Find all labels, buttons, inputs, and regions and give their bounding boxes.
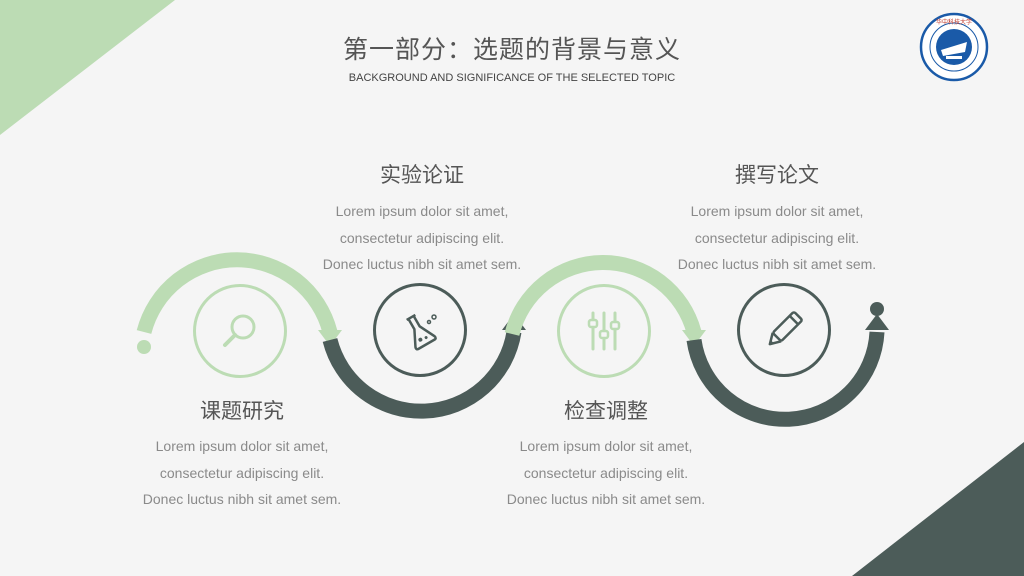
step-1-line-2: consectetur adipiscing elit. [159,464,325,481]
arc-1-arrowhead [318,330,342,346]
step-4-line-2: consectetur adipiscing elit. [694,229,860,246]
step-1-circle [193,284,287,378]
step-2-line-1: Lorem ipsum dolor sit amet, [335,203,509,219]
arc-1 [136,252,338,334]
step-3-line-1: Lorem ipsum dolor sit amet, [519,438,693,454]
step-3-description: Lorem ipsum dolor sit amet, consectetur … [476,433,736,513]
step-2-description: Lorem ipsum dolor sit amet, consectetur … [292,198,552,278]
sliders-icon [587,311,621,351]
step-1-line-1: Lorem ipsum dolor sit amet, [155,438,329,454]
slide-title: 第一部分：选题的背景与意义 [342,35,681,64]
step-2-label: 实验论证 [380,163,464,187]
step-2-line-3: Donec luctus nibh sit amet sem. [322,256,522,272]
start-dot [137,340,151,354]
step-4-description: Lorem ipsum dolor sit amet, consectetur … [647,198,907,278]
arc-2 [322,330,522,419]
step-3-circle [557,284,651,378]
magnifier-icon [223,314,256,347]
slide-subtitle: BACKGROUND AND SIGNIFICANCE OF THE SELEC… [348,72,676,84]
svg-text:华中科技大学: 华中科技大学 [936,18,972,26]
end-dot [870,302,884,316]
step-1-label: 课题研究 [200,399,284,423]
step-4-circle [737,283,831,377]
arc-3-arrowhead [682,330,706,346]
step-3-line-2: consectetur adipiscing elit. [523,464,689,481]
arc-4-arrowhead [865,314,889,330]
step-2-line-2: consectetur adipiscing elit. [339,229,505,246]
arc-4 [686,331,885,427]
flask-icon [406,313,437,351]
step-3-line-3: Donec luctus nibh sit amet sem. [506,491,706,507]
step-1-line-3: Donec luctus nibh sit amet sem. [142,491,342,507]
step-4-line-1: Lorem ipsum dolor sit amet, [690,203,864,219]
step-3-label: 检查调整 [564,399,648,423]
step-1-description: Lorem ipsum dolor sit amet, consectetur … [112,433,372,513]
step-4-line-3: Donec luctus nibh sit amet sem. [677,256,877,272]
university-logo: 华中科技大学 [919,12,989,82]
arc-3 [504,255,702,336]
pencil-icon [768,311,803,346]
step-4-label: 撰写论文 [735,163,819,187]
step-2-circle [373,283,467,377]
